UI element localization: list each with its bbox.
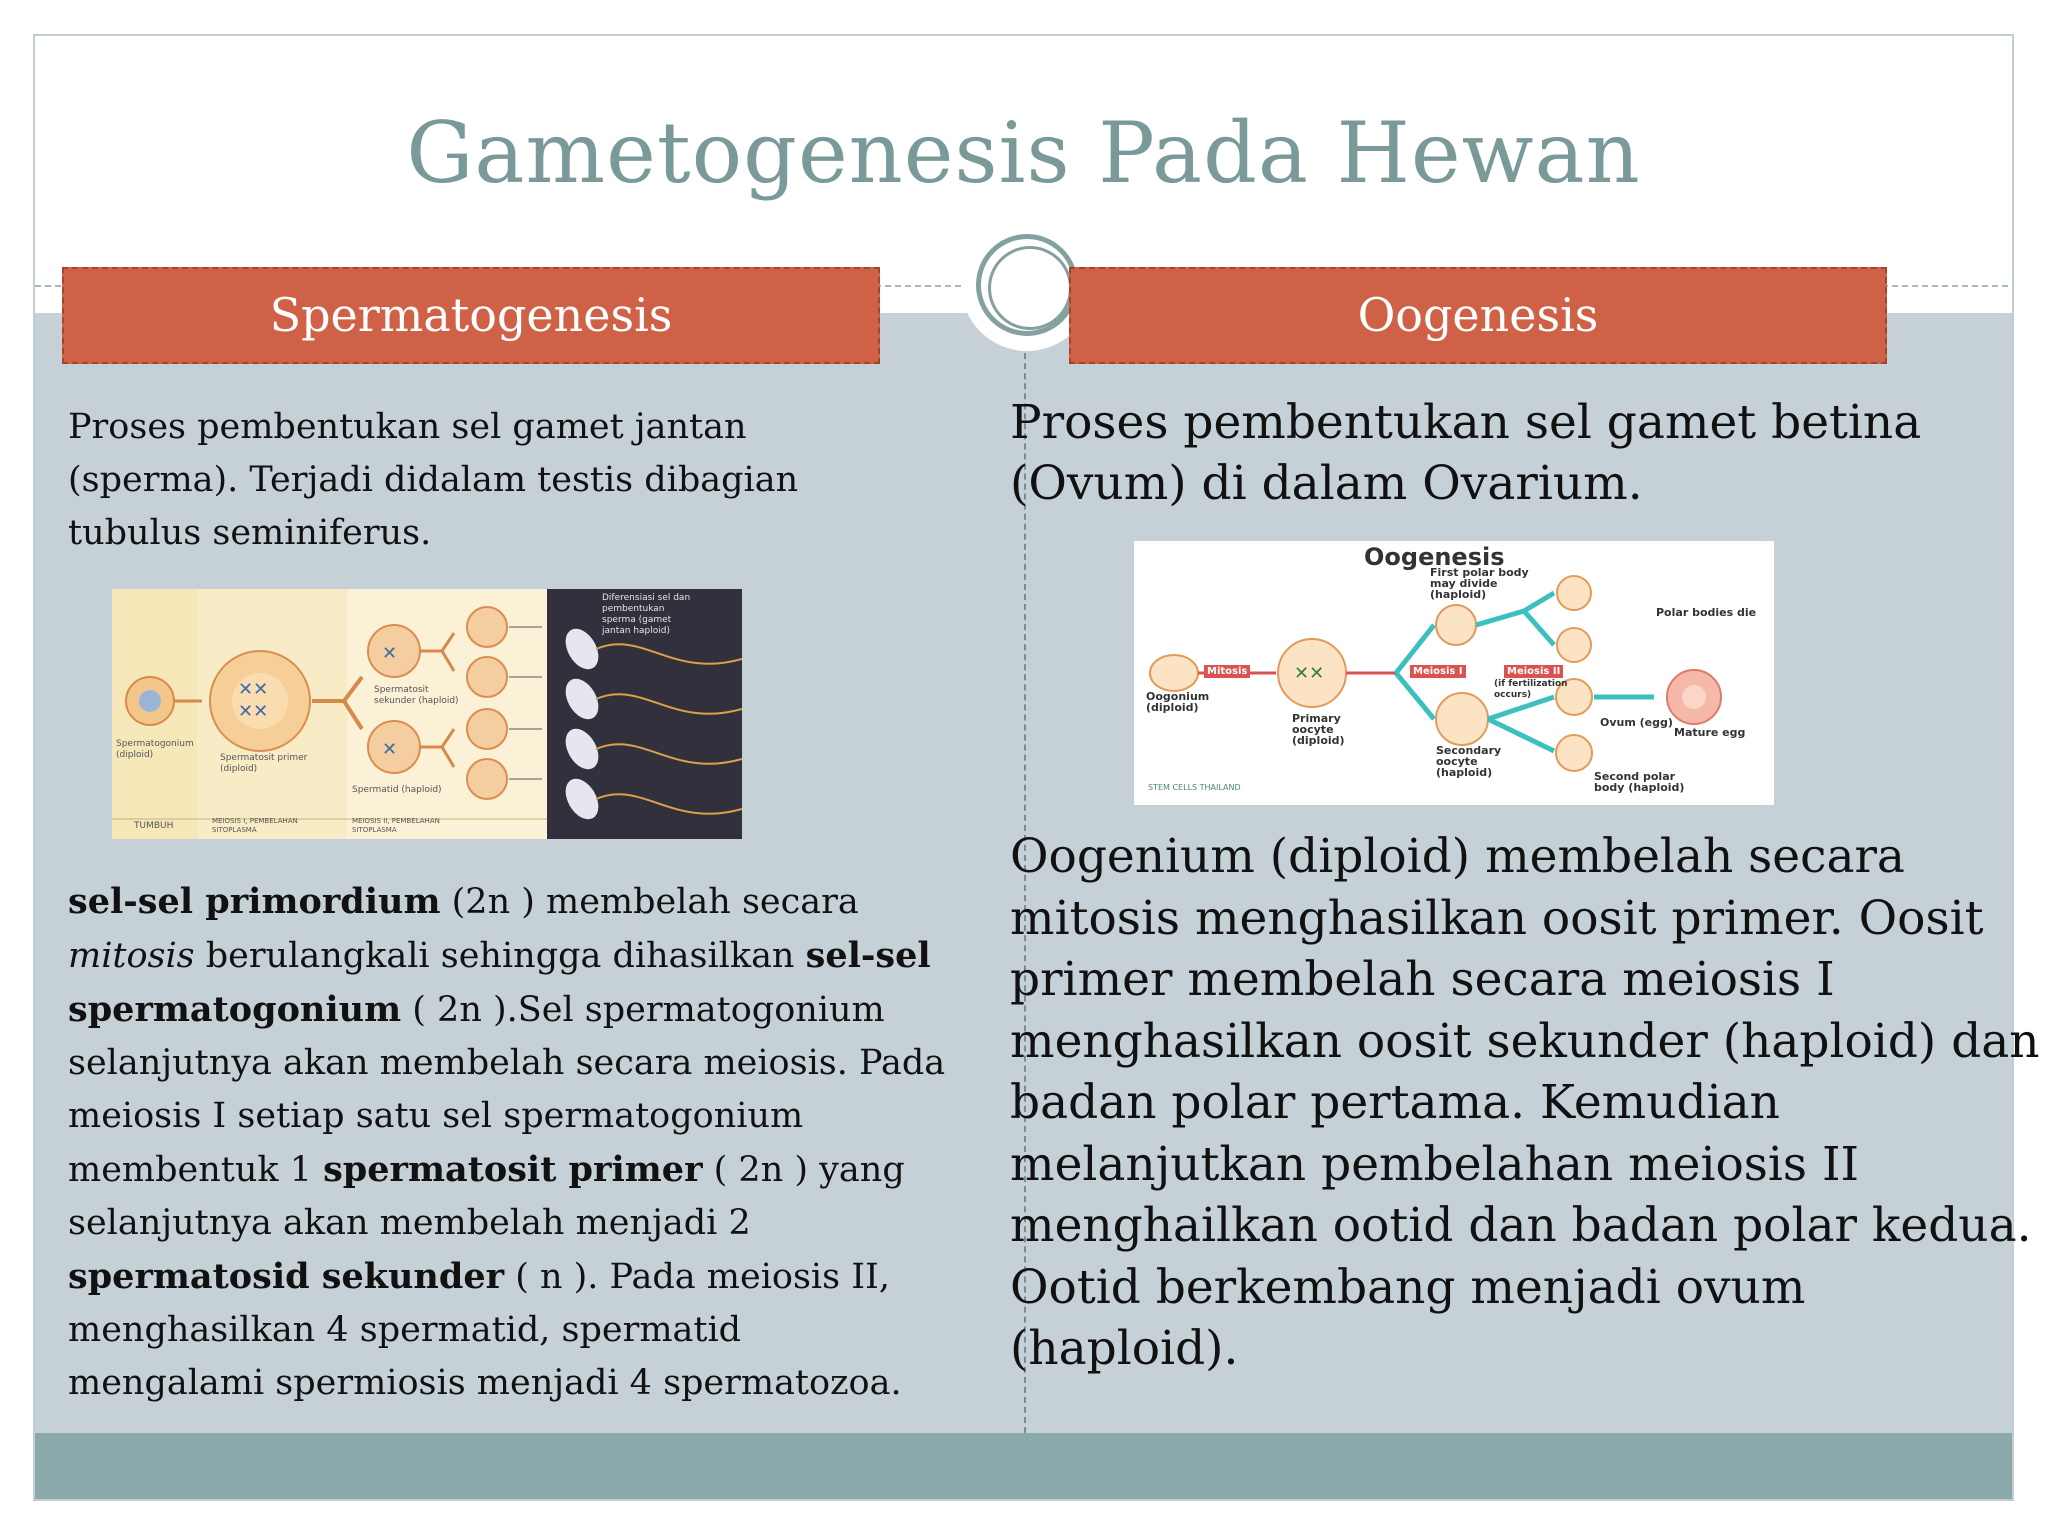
- body-text-segment: berulangkali sehingga dihasilkan: [194, 936, 806, 976]
- label-secondary-oocyte: Secondary oocyte (haploid): [1436, 744, 1502, 779]
- slide-title: Gametogenesis Pada Hewan: [406, 104, 1641, 202]
- svg-text:✕: ✕: [382, 739, 397, 760]
- oogenesis-diagram-art: ✕✕: [1149, 575, 1722, 772]
- svg-text:✕: ✕: [382, 643, 397, 664]
- oogenesis-body: Oogenium (diploid) membelah secara mitos…: [1010, 826, 2040, 1380]
- oogenesis-body-line: primer membelah secara meiosis I: [1010, 952, 1835, 1007]
- term-spermatosit-primer: spermatosit primer: [323, 1149, 703, 1190]
- label-primary-oocyte: Primary oocyte (diploid): [1292, 712, 1345, 747]
- content-area: [35, 313, 2012, 1433]
- label-tumbuh: TUMBUH: [134, 821, 174, 831]
- column-divider: [1024, 313, 1026, 1433]
- oogenesis-diagram-title: Oogenesis: [1364, 543, 1505, 571]
- slide-footer: [35, 1433, 2012, 1499]
- oogenesis-body-line: melanjutkan pembelahan meiosis II: [1010, 1136, 1860, 1192]
- tag-mitosis: Mitosis: [1204, 665, 1251, 678]
- label-spermatosit-sekunder: Spermatosit sekunder (haploid): [374, 685, 459, 706]
- oogenesis-diagram: Oogenesis ✕✕ First polar body may divide…: [1134, 541, 1774, 805]
- oogenesis-body-line: (haploid).: [1010, 1321, 1239, 1376]
- svg-text:✕✕: ✕✕: [238, 679, 268, 700]
- tag-meiosis-2: Meiosis II: [1504, 665, 1564, 678]
- term-spermatosid-sekunder: spermatosid sekunder: [68, 1256, 505, 1297]
- ornament-circle-icon: [976, 234, 1078, 336]
- oogenesis-body-line: mitosis menghasilkan oosit primer. Oosit: [1010, 890, 1984, 946]
- body-text-segment: ( n ). Pada meiosis II, menghasilkan 4 s…: [68, 1257, 902, 1403]
- label-meiosis-1: MEIOSIS I, PEMBELAHAN SITOPLASMA: [212, 817, 298, 834]
- oogenesis-intro: Proses pembentukan sel gamet betina (Ovu…: [1010, 395, 1922, 511]
- label-oogonium: Oogonium (diploid): [1146, 690, 1210, 714]
- oogenesis-body-line: Oogenium (diploid) membelah secara: [1010, 829, 1905, 884]
- label-polar-bodies: Polar bodies die: [1656, 606, 1757, 619]
- oogenesis-body-line: badan polar pertama. Kemudian: [1010, 1075, 1780, 1130]
- svg-text:✕✕: ✕✕: [238, 701, 268, 722]
- spermatogenesis-header: Spermatogenesis: [62, 267, 880, 364]
- spermatogenesis-body: sel-sel primordium (2n ) membelah secara…: [68, 875, 948, 1410]
- stem-cells-logo: STEM CELLS THAILAND: [1148, 783, 1241, 792]
- label-if-fertilization: (if fertilization occurs): [1494, 679, 1568, 700]
- label-meiosis-2: MEIOSIS II, PEMBELAHAN SITOPLASMA: [352, 817, 440, 834]
- label-ovum: Ovum (egg): [1600, 716, 1673, 729]
- term-sel-primordium: sel-sel primordium: [68, 881, 441, 922]
- oogenesis-body-line: Ootid berkembang menjadi ovum: [1010, 1259, 1806, 1315]
- term-spermatogonium: sel-sel spermatogonium: [68, 935, 931, 1030]
- tag-meiosis-1: Meiosis I: [1410, 665, 1466, 678]
- label-mature-egg: Mature egg: [1674, 726, 1746, 739]
- label-spermatogonium: Spermatogonium (diploid): [116, 739, 194, 760]
- label-spermatid: Spermatid (haploid): [352, 785, 442, 795]
- oogenesis-body-line: menghasilkan oosit sekunder (haploid) da…: [1010, 1013, 2040, 1069]
- spermatogenesis-intro: Proses pembentukan sel gamet jantan (spe…: [68, 407, 799, 553]
- spermatogenesis-diagram: ✕✕ ✕✕ ✕ ✕ Spermatogonium (diploid) Sperm…: [112, 589, 742, 839]
- body-text-segment: ( 2n ).Sel spermatogonium selanjutnya ak…: [68, 990, 946, 1190]
- label-diferensiasi: Diferensiasi sel dan pembentukan sperma …: [602, 593, 691, 636]
- spermatogenesis-diagram-art: ✕✕ ✕✕ ✕ ✕: [112, 589, 742, 839]
- body-text-segment: (2n ) membelah secara: [440, 882, 859, 922]
- body-text-segment: ( 2n ) yang selanjutnya akan membelah me…: [68, 1150, 905, 1243]
- oogenesis-header: Oogenesis: [1069, 267, 1887, 364]
- label-second-polar-body: Second polar body (haploid): [1594, 770, 1685, 794]
- label-spermatosit-primer: Spermatosit primer (diploid): [220, 753, 308, 774]
- term-mitosis: mitosis: [68, 936, 195, 976]
- svg-text:✕✕: ✕✕: [1294, 663, 1324, 684]
- label-first-polar-body: First polar body may divide (haploid): [1430, 566, 1529, 601]
- oogenesis-body-line: menghailkan ootid dan badan polar kedua.: [1010, 1198, 2032, 1253]
